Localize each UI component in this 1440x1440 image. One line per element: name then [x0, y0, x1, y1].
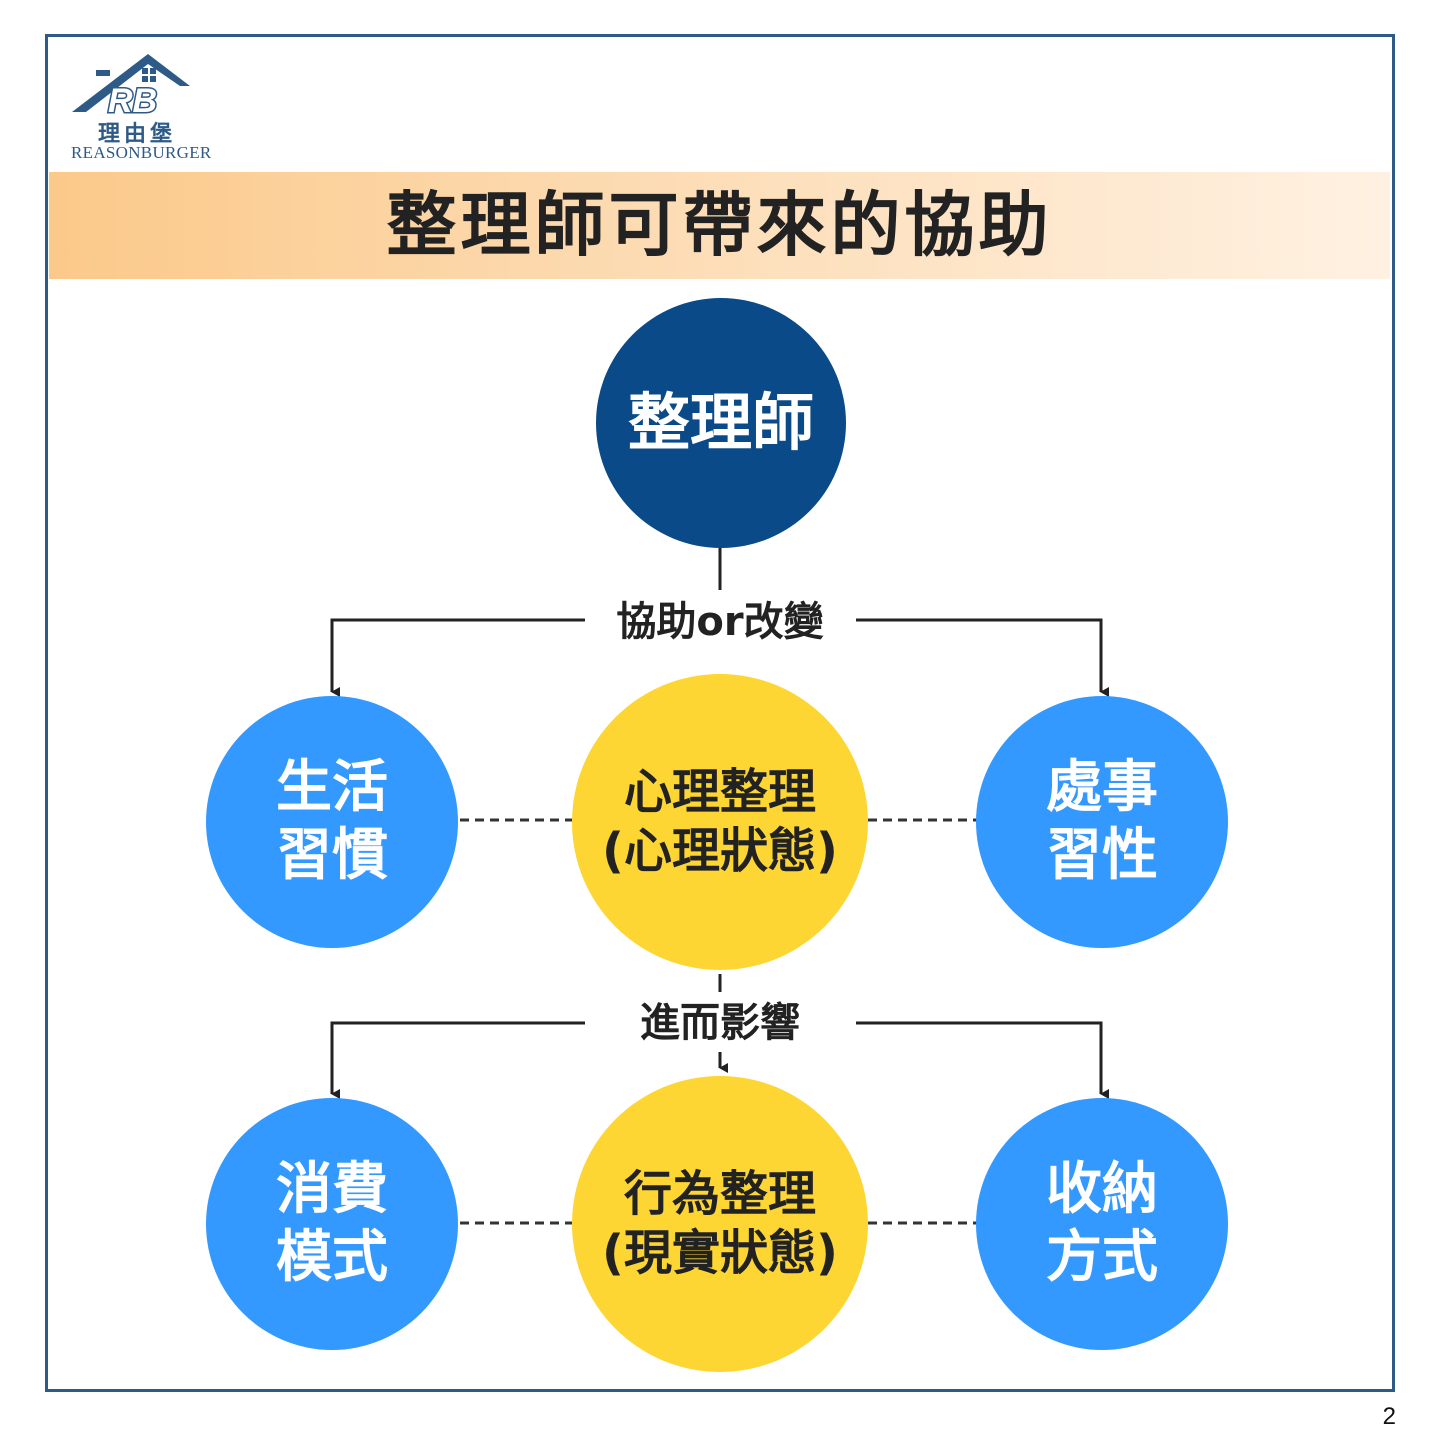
branch-left-top — [330, 618, 585, 697]
node-text-line: 處事 — [1046, 754, 1158, 820]
node-behavior-organizing: 行為整理 (現實狀態) — [572, 1076, 868, 1372]
node-text-line: (心理狀態) — [602, 823, 838, 879]
branch-left-bottom — [330, 1021, 585, 1099]
node-text-line: 方式 — [1046, 1225, 1158, 1290]
node-text-line: 收納 — [1046, 1156, 1158, 1222]
connector-label-top: 協助or改變 — [590, 596, 850, 648]
node-mental-organizing: 心理整理 (心理狀態) — [572, 674, 868, 970]
root-node-label: 整理師 — [627, 386, 814, 460]
node-text-line: 習慣 — [276, 823, 388, 888]
page-title: 整理師可帶來的協助 — [386, 184, 1053, 266]
branch-right-bottom — [856, 1021, 1109, 1099]
node-life-habits: 生活 習慣 — [206, 696, 458, 948]
title-banner: 整理師可帶來的協助 — [49, 172, 1390, 279]
page-frame — [45, 34, 1395, 1392]
reasonburger-logo: RB 理由堡 REASONBURGER — [68, 50, 218, 162]
node-text-line: 消費 — [276, 1156, 388, 1222]
node-work-habits: 處事 習性 — [976, 696, 1228, 948]
connector-label-bottom: 進而影響 — [590, 996, 850, 1050]
house-logo-icon: RB — [72, 54, 190, 120]
node-storage-method: 收納 方式 — [976, 1098, 1228, 1350]
node-text-line: 心理整理 — [623, 764, 816, 821]
node-spending-pattern: 消費 模式 — [206, 1098, 458, 1350]
page-number: 2 — [1382, 1403, 1396, 1430]
logo-chinese-name: 理由堡 — [98, 121, 177, 147]
root-node-organizer: 整理師 — [596, 298, 846, 548]
node-text-line: 生活 — [276, 754, 388, 820]
node-text-line: 行為整理 — [623, 1166, 816, 1223]
node-text-line: 模式 — [276, 1225, 388, 1290]
logo-english-name: REASONBURGER — [71, 143, 212, 162]
node-text-line: (現實狀態) — [602, 1225, 838, 1281]
node-text-line: 習性 — [1046, 823, 1158, 888]
svg-text:RB: RB — [108, 82, 157, 120]
branch-right-top — [856, 618, 1109, 697]
